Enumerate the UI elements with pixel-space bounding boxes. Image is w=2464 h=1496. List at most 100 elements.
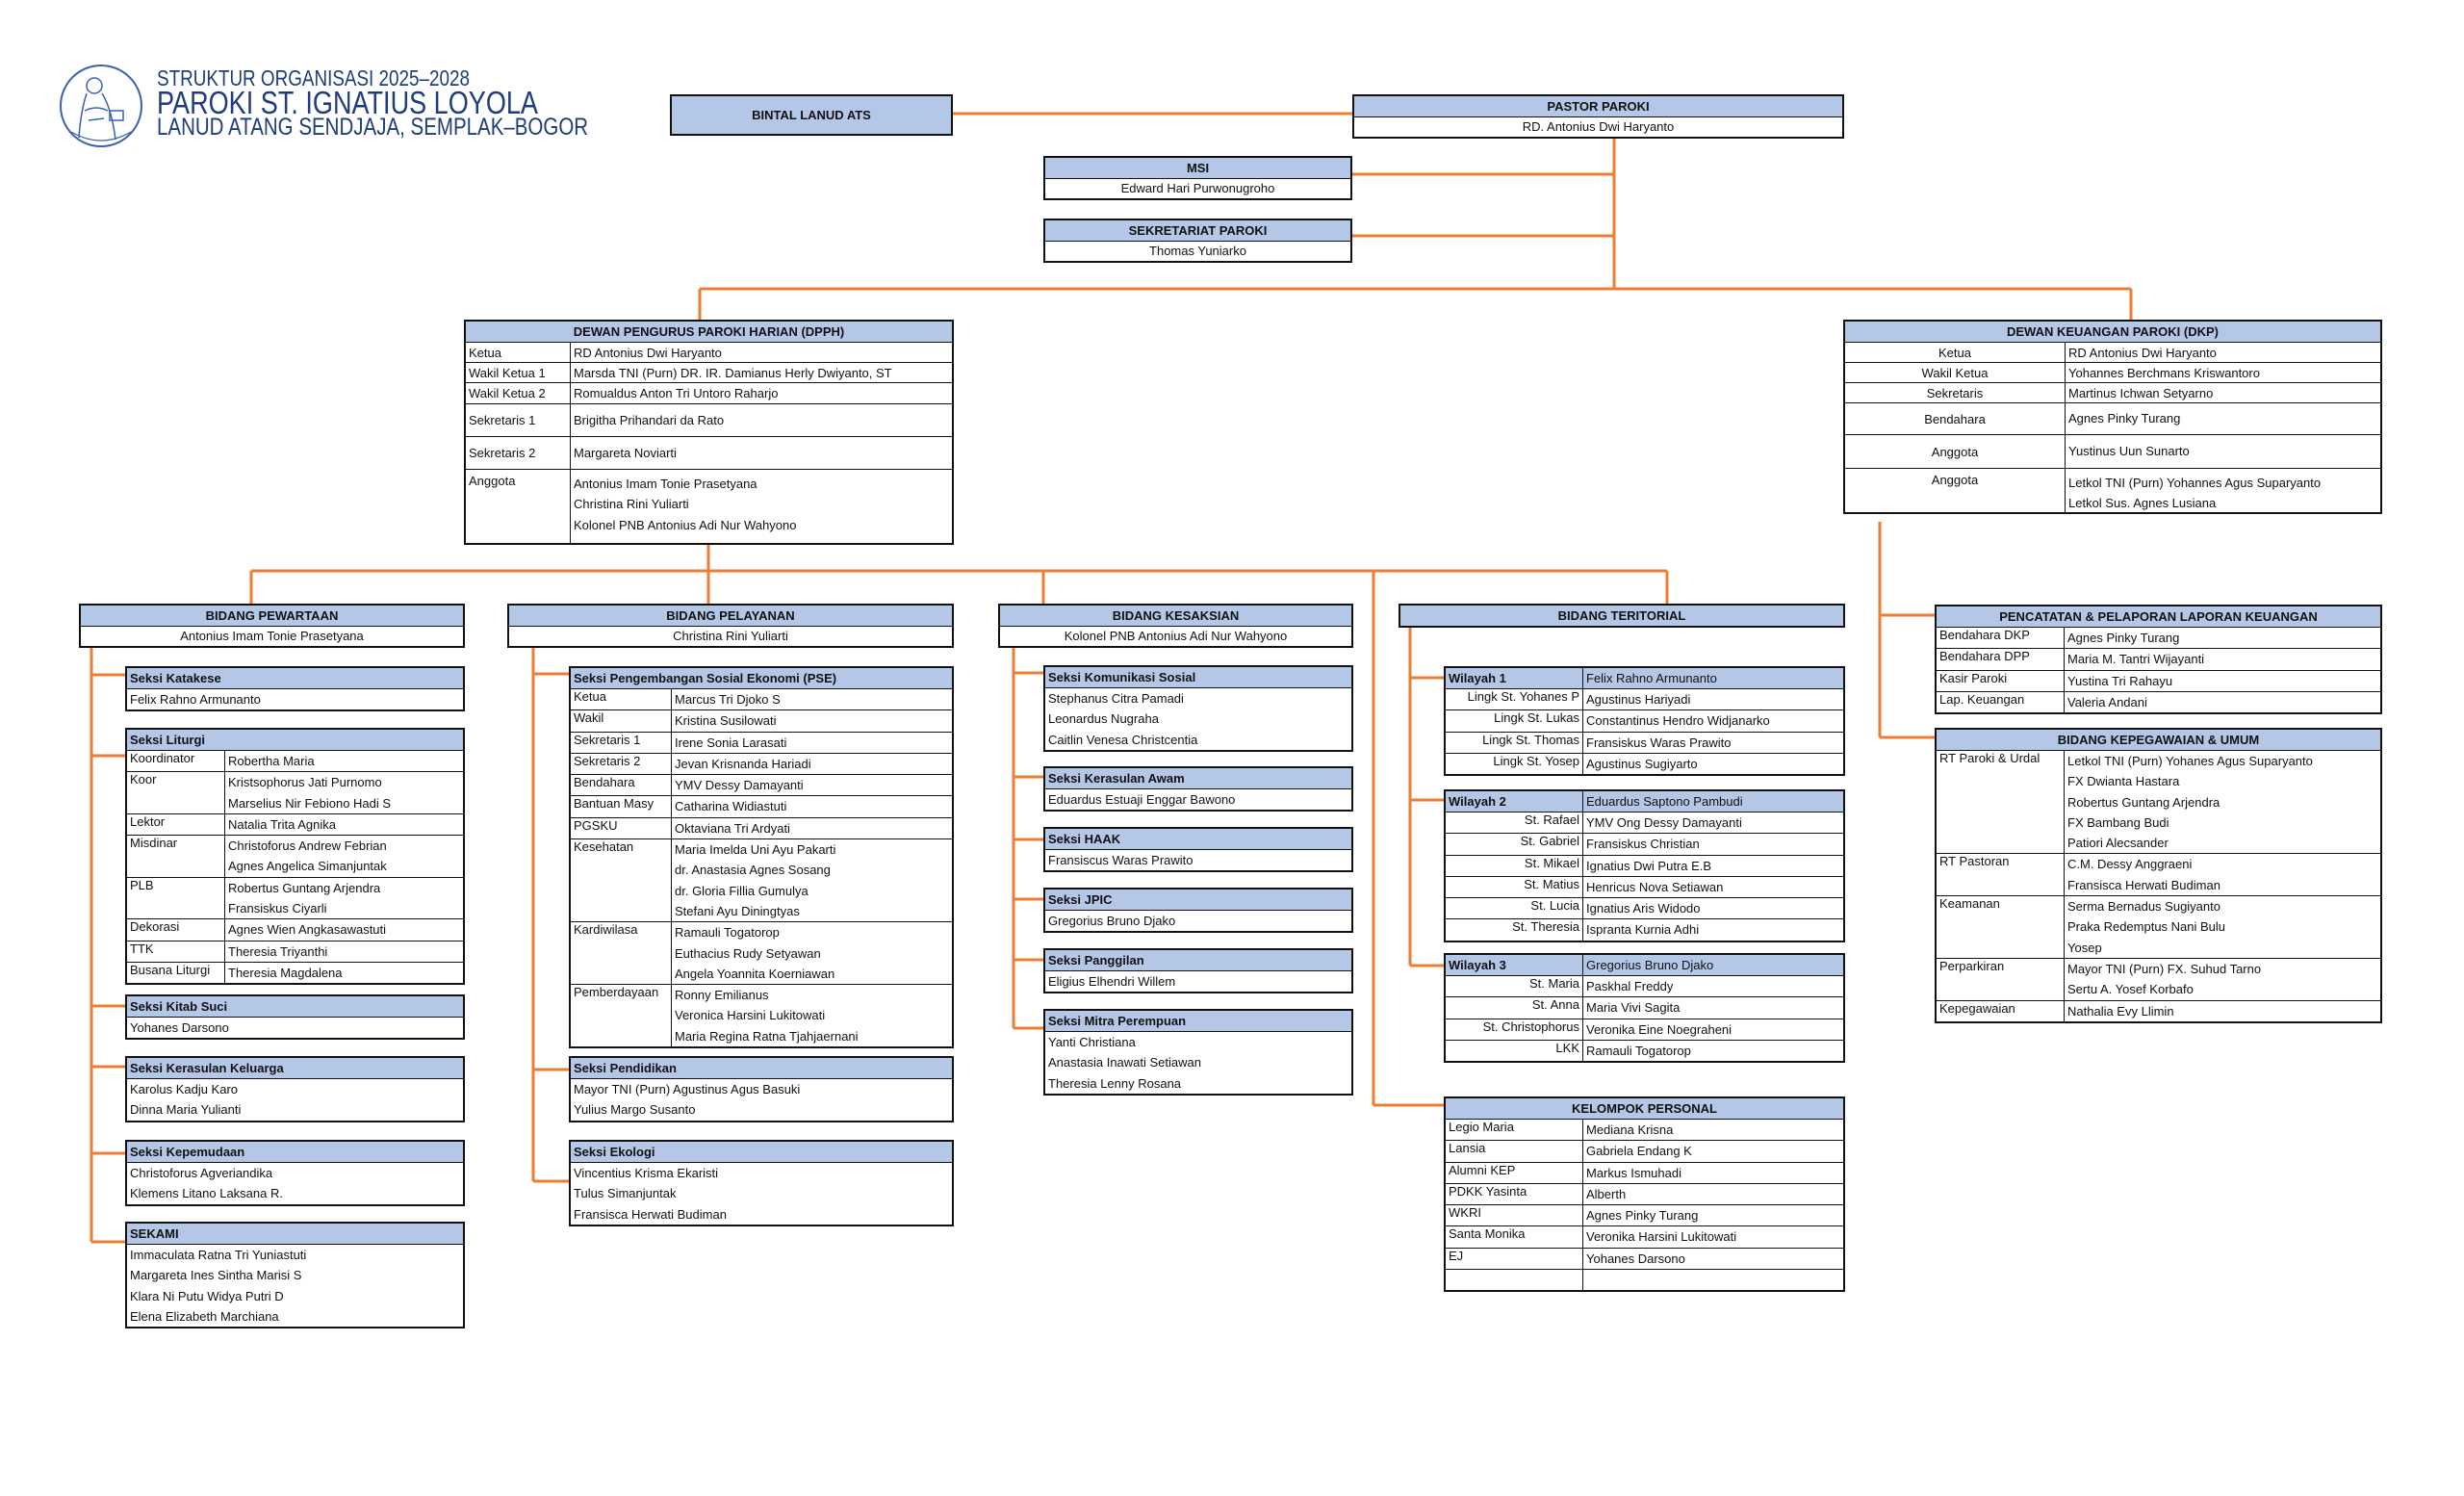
role-label: RT Pastoran — [1937, 854, 2065, 896]
role-label: Wakil Ketua — [1845, 363, 2066, 382]
member-name: Maria Regina Ratna Tjahjaernani — [675, 1028, 859, 1044]
role-label: RT Paroki & Urdal — [1937, 751, 2065, 854]
region-coordinator: Eduardus Saptono Pambudi — [1586, 794, 1743, 809]
empty-cell — [1446, 1270, 1583, 1291]
role-members: Marsda TNI (Purn) DR. IR. Damianus Herly… — [571, 363, 952, 382]
role-label: PGSKU — [571, 817, 672, 839]
pastor-title: PASTOR PAROKI — [1354, 96, 1842, 116]
role-members: Yohanes Darsono — [1583, 1249, 1843, 1269]
member-name: Tulus Simanjuntak — [574, 1186, 677, 1201]
member-name: Antonius Imam Tonie Prasetyana — [574, 477, 757, 491]
role-label: Sekretaris 1 — [466, 404, 571, 436]
role-members: Theresia Triyanthi — [225, 941, 463, 962]
member-name: Ignatius Dwi Putra E.B — [1586, 858, 1712, 873]
member-name: Stefani Ayu Diningtyas — [675, 903, 800, 918]
role-label: Legio Maria — [1446, 1120, 1583, 1141]
katakese-members: Felix Rahno Armunanto — [127, 688, 463, 709]
role-label: Ketua — [1845, 343, 2066, 362]
member-name: Euthacius Rudy Setyawan — [675, 945, 821, 961]
member-name: Agustinus Hariyadi — [1586, 692, 1691, 707]
haak-title: Seksi HAAK — [1045, 829, 1351, 849]
member-name: Oktaviana Tri Ardyati — [675, 820, 790, 836]
member-name: C.M. Dessy Anggraeni — [2067, 857, 2193, 872]
role-label: St. Christophorus — [1446, 1019, 1583, 1040]
member-name: Anastasia Inawati Setiawan — [1048, 1055, 1201, 1070]
role-members: Mediana Krisna — [1583, 1120, 1843, 1140]
role-members: Ignatius Aris Widodo — [1583, 898, 1843, 918]
role-label: Wakil Ketua 2 — [466, 383, 571, 403]
role-members: Romualdus Anton Tri Untoro Raharjo — [571, 383, 952, 403]
dpph-title: DEWAN PENGURUS PAROKI HARIAN (DPPH) — [466, 322, 952, 342]
role-label: Kasir Paroki — [1937, 670, 2065, 691]
member-name: Ignatius Aris Widodo — [1586, 901, 1701, 916]
msi-title: MSI — [1045, 158, 1350, 178]
role-members: RD Antonius Dwi Haryanto — [2066, 343, 2380, 362]
member-name: Fransisca Herwati Budiman — [574, 1206, 727, 1222]
role-members: Gabriela Endang K — [1583, 1141, 1843, 1161]
role-label: St. Anna — [1446, 997, 1583, 1019]
member-name: Felix Rahno Armunanto — [130, 692, 261, 707]
role-label: Lansia — [1446, 1141, 1583, 1162]
member-name: FX Dwianta Hastara — [2067, 774, 2180, 789]
role-members: Ignatius Dwi Putra E.B — [1583, 856, 1843, 876]
msi-leader: Edward Hari Purwonugroho — [1045, 178, 1350, 198]
member-name: Serma Bernadus Sugiyanto — [2067, 899, 2220, 915]
role-label: Sekretaris — [1845, 383, 2066, 402]
member-name: Fransiskus Waras Prawito — [1586, 735, 1732, 750]
member-name: Klara Ni Putu Widya Putri D — [130, 1288, 284, 1303]
role-members: Agnes Pinky Turang — [2065, 628, 2380, 648]
komsos-title: Seksi Komunikasi Sosial — [1045, 667, 1351, 687]
role-label: EJ — [1446, 1248, 1583, 1270]
role-members: Agnes Pinky Turang — [1583, 1205, 1843, 1225]
role-label: Koor — [127, 772, 225, 813]
role-label: St. Gabriel — [1446, 834, 1583, 855]
role-label: Ketua — [571, 689, 672, 710]
member-name: Eduardus Estuaji Enggar Bawono — [1048, 792, 1236, 807]
member-name: Fransiscus Waras Prawito — [1048, 853, 1194, 867]
kelompok-personal-title: KELOMPOK PERSONAL — [1446, 1098, 1843, 1119]
role-label: Sekretaris 2 — [466, 437, 571, 469]
member-name: Theresia Triyanthi — [228, 943, 328, 959]
role-members: Paskhal Freddy — [1583, 976, 1843, 996]
member-name: Yustinus Uun Sunarto — [2068, 444, 2190, 459]
member-name: Yanti Christiana — [1048, 1035, 1136, 1049]
member-name: Vincentius Krisma Ekaristi — [574, 1166, 719, 1180]
role-label: Santa Monika — [1446, 1226, 1583, 1248]
jpic-title: Seksi JPIC — [1045, 890, 1351, 910]
sekretariat-leader: Thomas Yuniarko — [1045, 241, 1350, 261]
role-label: Kesehatan — [571, 839, 672, 922]
kepemudaan-title: Seksi Kepemudaan — [127, 1142, 463, 1162]
role-label: Misdinar — [127, 836, 225, 877]
member-name: Christina Rini Yuliarti — [574, 497, 689, 512]
member-name: Mediana Krisna — [1586, 1122, 1674, 1137]
role-label: St. Mikael — [1446, 855, 1583, 876]
pelayanan-leader: Christina Rini Yuliarti — [509, 626, 952, 646]
